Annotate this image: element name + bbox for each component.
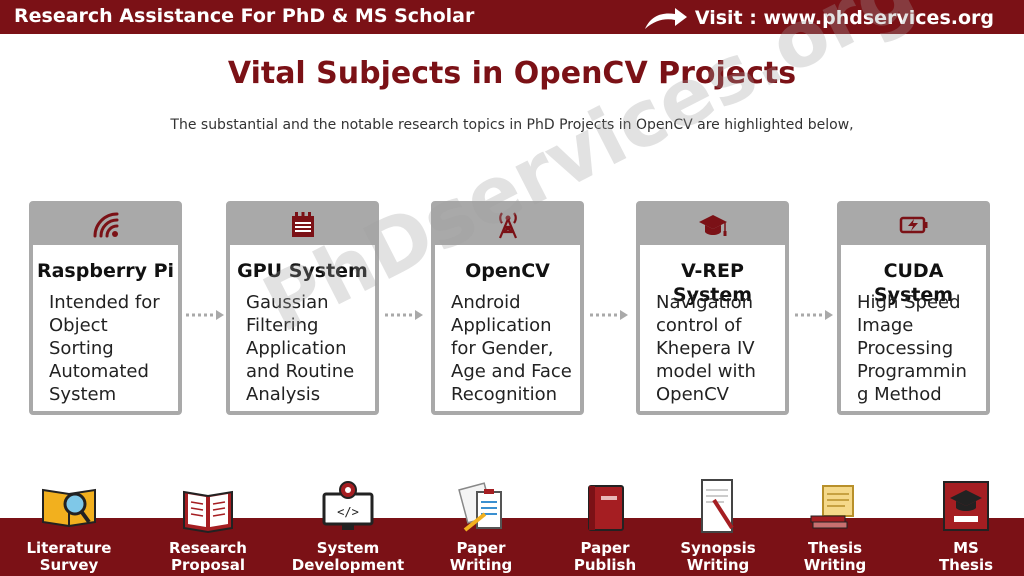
card-cap: [33, 205, 178, 245]
graduate-board-icon: [943, 481, 989, 531]
card-cap: [841, 205, 986, 245]
scroll-books-icon: [810, 485, 854, 529]
card-title: GPU System: [237, 260, 368, 282]
calendar-icon: [291, 212, 314, 237]
dotted-arrow-icon: [795, 310, 833, 320]
graduation-cap-icon: [698, 215, 727, 236]
card-cuda-system: CUDA System High Speed Image Processing …: [837, 201, 990, 415]
wifi-icon: [93, 212, 118, 238]
card-opencv: OpenCV Android Application for Gender, A…: [431, 201, 584, 415]
card-vrep-system: V-REP System Navigation control of Khepe…: [636, 201, 789, 415]
card-description: High Speed Image Processing Programmin g…: [857, 292, 967, 405]
brand-text: Research Assistance For PhD & MS Scholar: [14, 5, 475, 27]
card-cap: [435, 205, 580, 245]
page-subtitle: The substantial and the notable research…: [170, 117, 854, 133]
magnifier-book-icon: [42, 488, 96, 528]
antenna-tower-icon: [498, 212, 517, 239]
card-cap: [640, 205, 785, 245]
footer-bar: [0, 518, 1024, 576]
svg-text:</>: </>: [337, 505, 359, 519]
dotted-arrow-icon: [186, 310, 224, 320]
open-book-icon: [183, 490, 233, 534]
card-title: Raspberry Pi: [36, 260, 175, 282]
card-cap: [230, 205, 375, 245]
card-description: Gaussian Filtering Application and Routi…: [246, 292, 355, 405]
card-description: Navigation control of Khepera IV model w…: [656, 292, 756, 405]
card-raspberry-pi: Raspberry Pi Intended for Object Sorting…: [29, 201, 182, 415]
visit-url: Visit : www.phdservices.org: [694, 7, 994, 29]
red-book-icon: [588, 485, 624, 531]
visit-link[interactable]: Visit : www.phdservices.org: [643, 5, 994, 31]
curved-arrow-icon: [644, 8, 687, 29]
card-description: Android Application for Gender, Age and …: [451, 292, 572, 405]
dotted-arrow-icon: [385, 310, 423, 320]
paper-pen-icon: [701, 479, 734, 533]
monitor-code-icon: </>: [322, 481, 374, 530]
page-title: Vital Subjects in OpenCV Projects: [227, 56, 797, 91]
card-title: OpenCV: [465, 260, 550, 282]
battery-charging-icon: [899, 216, 927, 234]
top-banner: Research Assistance For PhD & MS Scholar…: [0, 0, 1024, 34]
card-title: V-REP System: [672, 260, 753, 306]
card-description: Intended for Object Sorting Automated Sy…: [49, 292, 160, 405]
clipboard-pen-icon: [458, 482, 502, 532]
card-title: CUDA System: [873, 260, 954, 306]
card-gpu-system: GPU System Gaussian Filtering Applicatio…: [226, 201, 379, 415]
dotted-arrow-icon: [590, 310, 628, 320]
